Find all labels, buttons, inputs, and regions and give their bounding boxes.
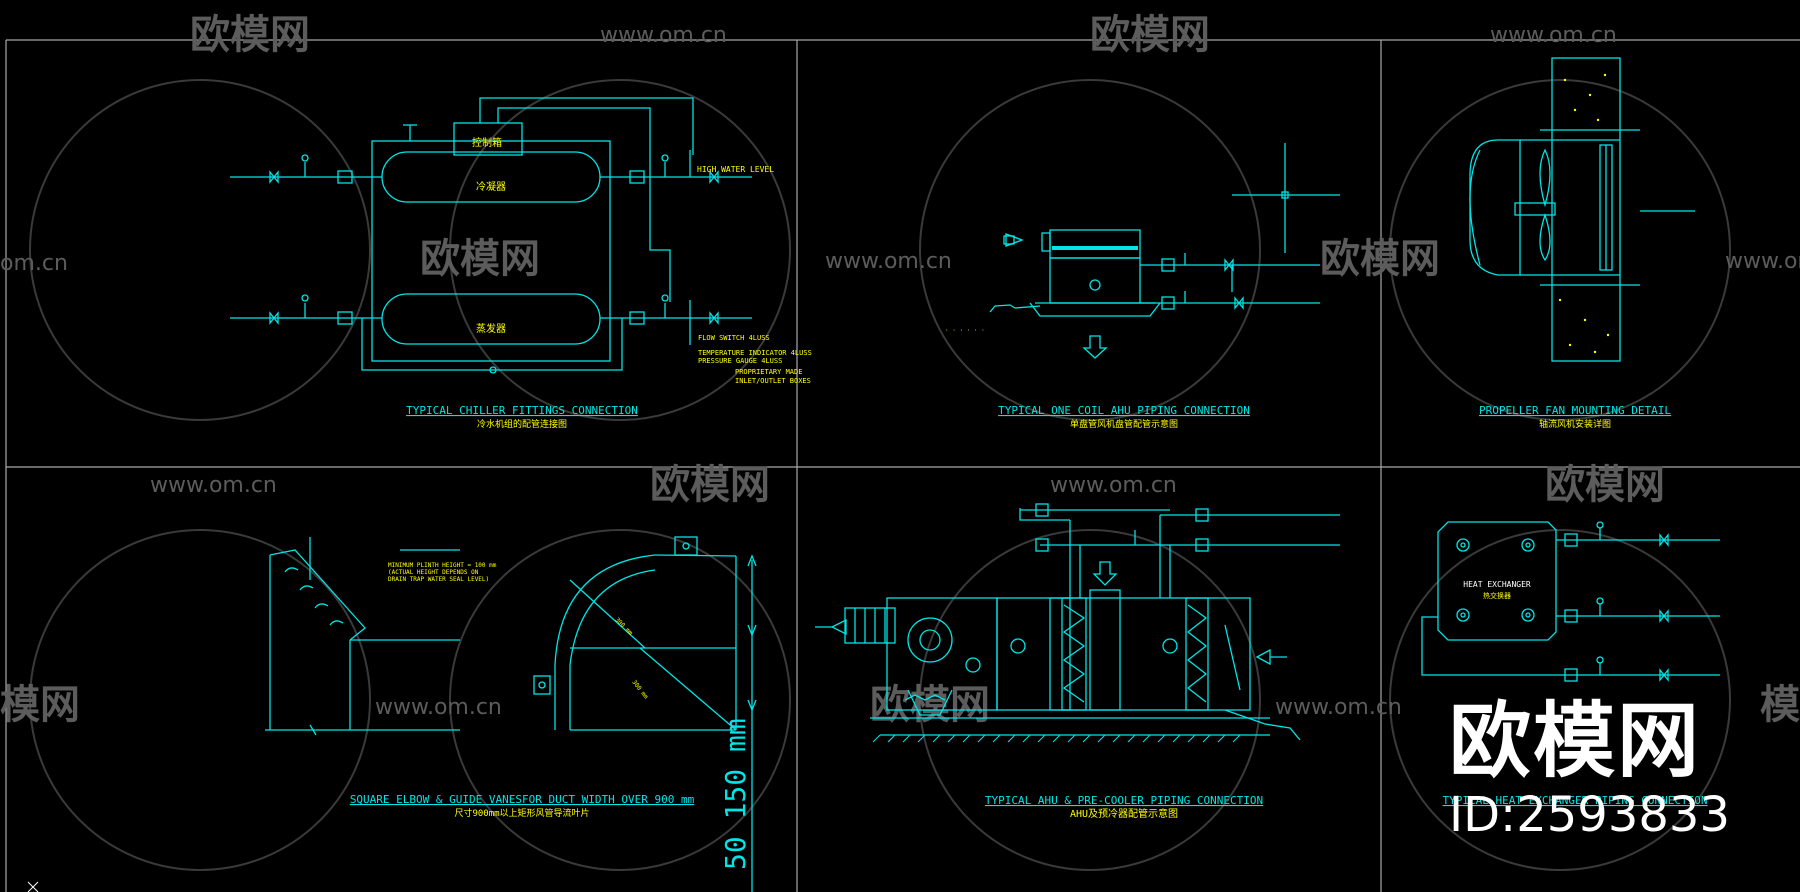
chiller-note-1: PROPRIETARY MADE bbox=[735, 368, 802, 376]
panel-heat-exchanger: HEAT EXCHANGER 热交换器 TYPICAL HEAT EXCHANG… bbox=[1421, 521, 1720, 807]
condenser-label: 蒸发器 bbox=[476, 322, 506, 335]
elbow-dim-l: 300 mm bbox=[630, 679, 649, 701]
ahu-note: · · · · · · bbox=[945, 327, 985, 334]
propeller-subtitle: 轴流风机安装详图 bbox=[1539, 418, 1611, 430]
watermark-url: www.om.cn bbox=[1050, 473, 1177, 498]
model-id: ID:2593833 bbox=[1448, 787, 1730, 843]
watermark-url: www.om.cn bbox=[1490, 23, 1617, 48]
watermark-url: www.om.cn bbox=[1275, 695, 1402, 720]
flow-switch-label: FLOW SWITCH 4LUSS bbox=[698, 334, 770, 342]
propeller-title: PROPELLER FAN MOUNTING DETAIL bbox=[1479, 404, 1671, 417]
chiller-subtitle: 冷水机组的配管连接图 bbox=[477, 418, 567, 430]
ahu-one-coil-subtitle: 单盘管风机盘管配管示意图 bbox=[1070, 418, 1178, 430]
elbow-dim-vertical: 50 150 mm bbox=[719, 718, 752, 870]
watermark-url: www.om.cn bbox=[375, 695, 502, 720]
pressure-gauge-label: PRESSURE GAUGE 4LUSS bbox=[698, 357, 782, 365]
evaporator-label: 冷凝器 bbox=[476, 180, 506, 193]
controller-label: 控制箱 bbox=[472, 136, 502, 149]
elbow-note-1: MINIMUM PLINTH HEIGHT = 100 mm bbox=[388, 562, 497, 569]
watermark-brand: 欧模网 bbox=[1545, 462, 1665, 508]
watermark-url: www.om.cn bbox=[825, 249, 952, 274]
watermark-url: om.cn bbox=[0, 251, 68, 276]
ucs-icon bbox=[27, 881, 39, 892]
elbow-note-3: DRAIN TRAP WATER SEAL LEVEL) bbox=[388, 576, 489, 583]
watermark-brand: 欧模网 bbox=[190, 12, 310, 58]
ahu-one-coil-title: TYPICAL ONE COIL AHU PIPING CONNECTION bbox=[998, 404, 1250, 417]
watermark-brand: 模网 bbox=[1760, 682, 1800, 728]
watermark-url: www.om.cn bbox=[600, 23, 727, 48]
watermark-brand: 欧模网 bbox=[420, 236, 540, 282]
brand-logo: 欧模网 bbox=[1448, 694, 1701, 789]
watermark-brand: 欧模网 bbox=[870, 682, 990, 728]
panel-chiller: 控制箱 冷凝器 蒸发器 HIGH WATER LEVEL FLOW SWITCH… bbox=[230, 97, 812, 430]
brand-overlay: 欧模网 ID:2593833 bbox=[1448, 694, 1730, 843]
panel-propeller-fan: PROPELLER FAN MOUNTING DETAIL 轴流风机安装详图 bbox=[1469, 57, 1695, 430]
elbow-title: SQUARE ELBOW & GUIDE VANESFOR DUCT WIDTH… bbox=[350, 793, 695, 806]
watermark-brand: 欧模网 bbox=[650, 462, 770, 508]
watermark-brand: 欧模网 bbox=[1320, 236, 1440, 282]
ahu-precooler-title: TYPICAL AHU & PRE-COOLER PIPING CONNECTI… bbox=[985, 794, 1263, 807]
heat-exchanger-title: TYPICAL HEAT EXCHANGER PIPING CONNECTION bbox=[1443, 794, 1708, 807]
high-water-level: HIGH WATER LEVEL bbox=[697, 165, 774, 174]
chiller-title: TYPICAL CHILLER FITTINGS CONNECTION bbox=[406, 404, 638, 417]
chiller-note-2: INLET/OUTLET BOXES bbox=[735, 377, 811, 385]
panel-ahu-one-coil: · · · · · · TYPICAL ONE COIL AHU PIPING … bbox=[945, 143, 1340, 430]
watermark-brand: 欧模网 bbox=[1090, 12, 1210, 58]
elbow-dim-r: 300 mm bbox=[614, 616, 635, 637]
ahu-precooler-subtitle: AHU及预冷器配管示意图 bbox=[1070, 807, 1178, 820]
elbow-subtitle: 尺寸900mm以上矩形风管导流叶片 bbox=[454, 807, 589, 819]
watermark-brand: 模网 bbox=[0, 682, 80, 728]
sheet-frame bbox=[5, 39, 1800, 892]
elbow-note-2: (ACTUAL HEIGHT DEPENDS ON bbox=[388, 569, 479, 576]
panel-ahu-precooler: TYPICAL AHU & PRE-COOLER PIPING CONNECTI… bbox=[815, 503, 1340, 820]
watermark-url: www.om.cn bbox=[1725, 249, 1800, 274]
watermark-texts: 欧模网 www.om.cn 欧模网 www.om.cn om.cn 欧模网 ww… bbox=[0, 12, 1800, 728]
panel-square-elbow: MINIMUM PLINTH HEIGHT = 100 mm (ACTUAL H… bbox=[265, 536, 757, 892]
watermark-rings bbox=[29, 79, 1731, 871]
heat-exchanger-label-cn: 热交换器 bbox=[1483, 591, 1511, 600]
heat-exchanger-label: HEAT EXCHANGER bbox=[1463, 580, 1531, 589]
temp-indicator-label: TEMPERATURE INDICATOR 4LUSS bbox=[698, 349, 812, 357]
watermark-url: www.om.cn bbox=[150, 473, 277, 498]
